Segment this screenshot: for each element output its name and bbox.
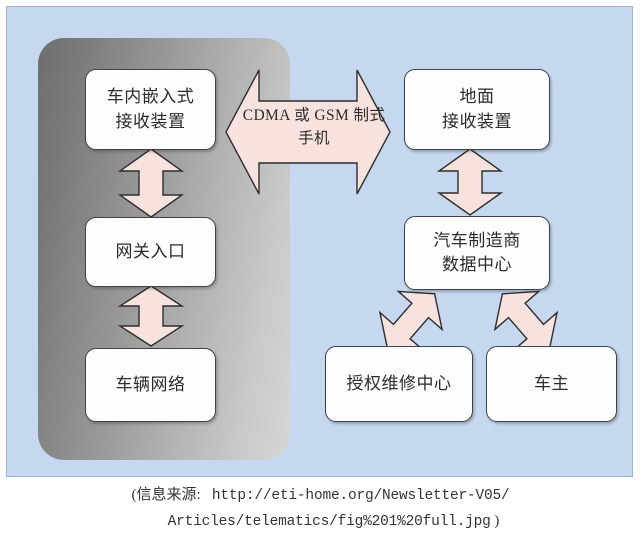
node-car-owner-line1: 车主 (534, 373, 569, 393)
figure-canvas: CDMA 或 GSM 制式手机 车内嵌入式 接收装置 网关入口 车 (6, 6, 633, 477)
node-data-center-line2: 数据中心 (442, 255, 512, 274)
gateway-vehicle-network-arrow (117, 285, 185, 347)
node-ground-receiver-line1: 地面 (459, 87, 495, 107)
node-service-center: 授权维修中心 (325, 346, 473, 422)
node-data-center-line1: 汽车制造商 (433, 230, 521, 250)
wireless-link-arrow (225, 69, 391, 195)
node-embedded-receiver: 车内嵌入式 接收装置 (85, 69, 216, 150)
wireless-link-line2: 制式手机 (298, 107, 386, 148)
caption-line-1: (信息来源: http://eti-home.org/Newsletter-V0… (0, 483, 641, 509)
node-ground-receiver-line2: 接收装置 (442, 111, 512, 131)
figure-source-caption: (信息来源: http://eti-home.org/Newsletter-V0… (0, 483, 641, 535)
caption-line-2: Articles/telematics/fig%201%20full.jpg ) (0, 509, 641, 535)
node-embedded-receiver-line2: 接收装置 (115, 111, 186, 131)
node-data-center: 汽车制造商 数据中心 (404, 216, 550, 290)
wireless-link-label: CDMA 或 GSM 制式手机 (236, 104, 392, 151)
node-vehicle-network-line1: 车辆网络 (115, 374, 186, 394)
caption-suffix: ) (490, 512, 500, 529)
node-vehicle-network: 车辆网络 (85, 348, 216, 422)
caption-url-line2: Articles/telematics/fig%201%20full.jpg (167, 513, 491, 530)
node-gateway-line1: 网关入口 (115, 241, 186, 261)
node-ground-receiver: 地面 接收装置 (404, 69, 550, 150)
node-embedded-receiver-line1: 车内嵌入式 (106, 87, 195, 107)
node-gateway: 网关入口 (85, 217, 216, 287)
caption-url-line1: http://eti-home.org/Newsletter-V05/ (211, 488, 510, 504)
caption-prefix: (信息来源: (131, 487, 212, 503)
embedded-receiver-gateway-arrow (117, 148, 185, 218)
wireless-link-line1: CDMA 或 GSM (242, 107, 350, 124)
ground-receiver-data-center-arrow (436, 148, 504, 216)
node-car-owner: 车主 (486, 346, 617, 422)
node-service-center-line1: 授权维修中心 (346, 373, 452, 393)
